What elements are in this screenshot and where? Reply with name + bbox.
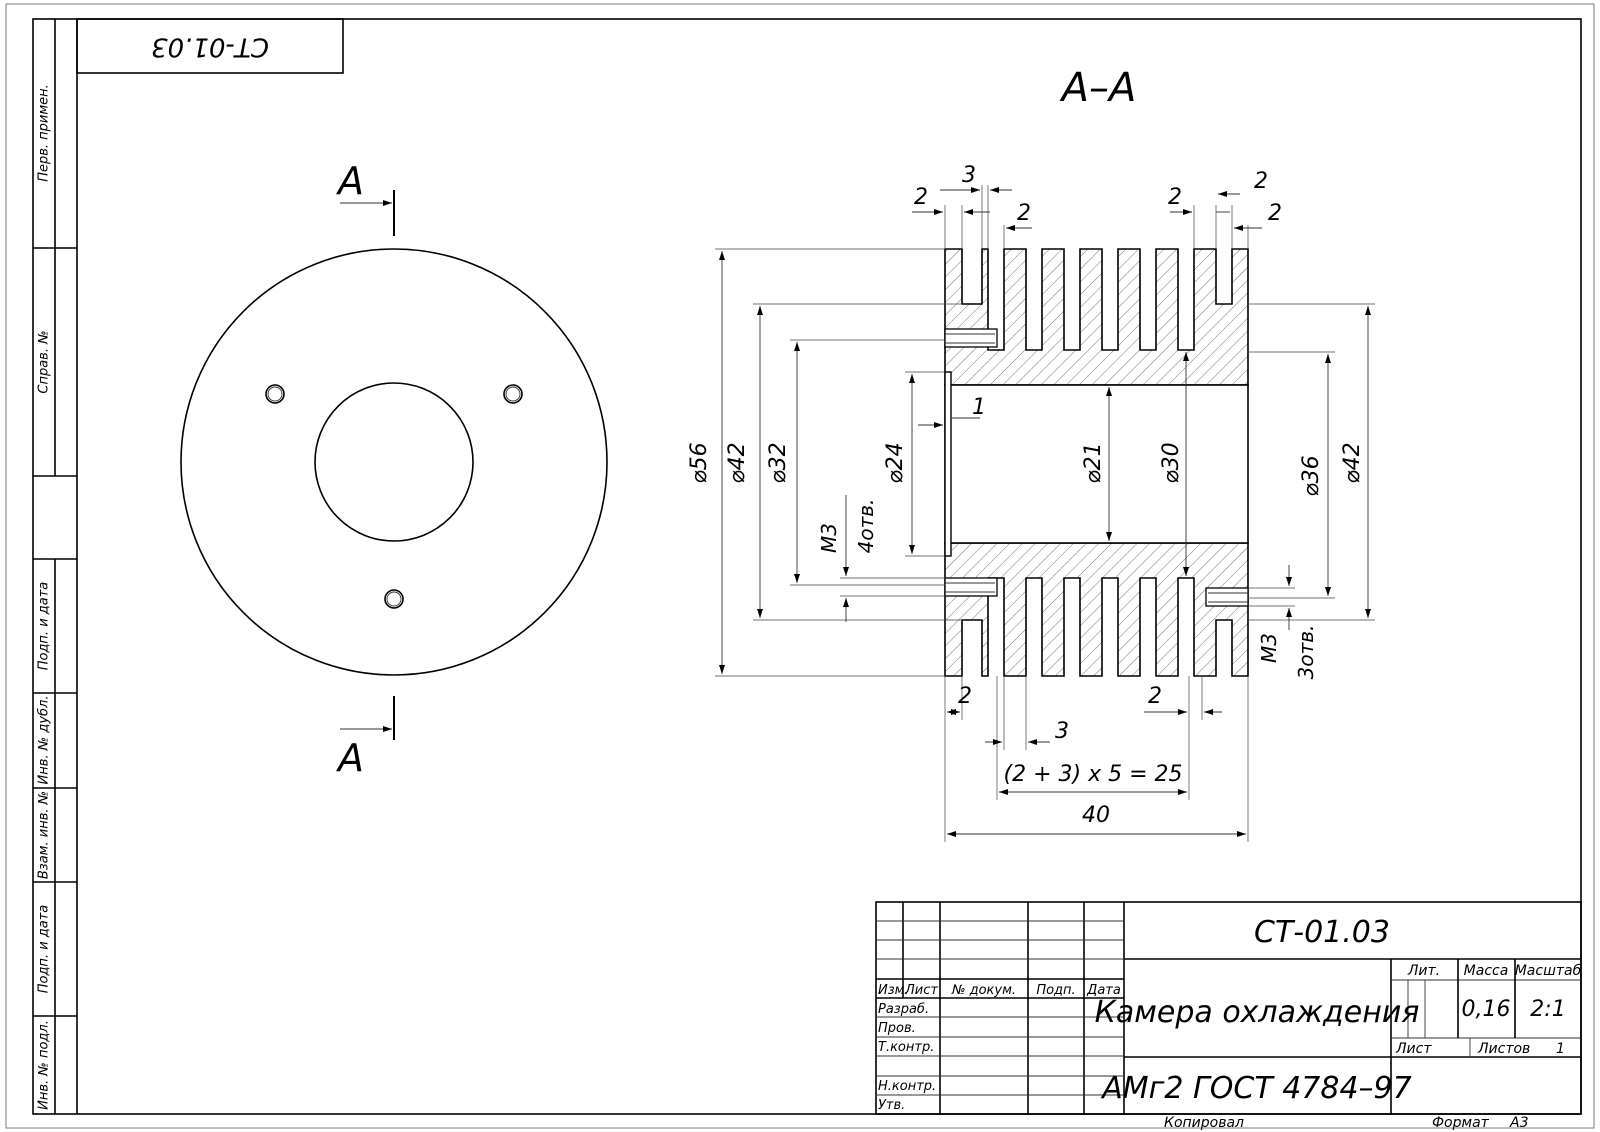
- dim-top-3: 3: [962, 163, 976, 188]
- dim-holes-4: 4отв.: [854, 499, 878, 554]
- thread-hole-right-bottom: [1205, 587, 1249, 607]
- hole-left-inner: [267, 386, 283, 402]
- margin-label-inv-dubl: Инв. № дубл.: [37, 696, 52, 785]
- dim-bottom-3: 3: [1055, 719, 1069, 744]
- dim-d42-right: ⌀42: [1340, 442, 1365, 483]
- tb-sheets-label: Листов: [1477, 1041, 1530, 1057]
- dim-fin-chain: (2 + 3) x 5 = 25: [1004, 762, 1183, 787]
- tb-sheets-value: 1: [1556, 1041, 1565, 1057]
- tb-masshtab-label: Масштаб: [1515, 963, 1582, 979]
- drawing-frame: [32, 18, 1582, 1115]
- dim-d32: ⌀32: [766, 442, 791, 483]
- dim-d30: ⌀30: [1159, 442, 1184, 483]
- dim-top-right-2c: 2: [1268, 201, 1282, 226]
- bore-area: [944, 384, 1249, 544]
- tb-name: Камера охлаждения: [1095, 995, 1420, 1030]
- title-block: Изм. Лист № докум. Подп. Дата Разраб. Пр…: [875, 901, 1582, 1115]
- hole-right: [503, 384, 523, 404]
- step-recess: [944, 371, 952, 557]
- dim-top-right-2a: 2: [1168, 185, 1182, 210]
- tb-designation: СТ-01.03: [1254, 915, 1390, 950]
- dim-bottom-2-left: 2: [958, 684, 972, 709]
- tb-lit-label: Лит.: [1407, 963, 1440, 979]
- tb-masshtab-value: 2:1: [1530, 997, 1565, 1022]
- margin-label-podp2: Подп. и дата: [37, 905, 52, 994]
- dimension-texts: 2 3 2 2 2 2 ⌀56 ⌀42 ⌀32 ⌀24 ⌀21 ⌀30 ⌀36 …: [687, 163, 1365, 828]
- tb-col-doc: № докум.: [951, 983, 1016, 998]
- tb-row-prov: Пров.: [878, 1021, 916, 1036]
- tb-col-podp: Подп.: [1036, 983, 1075, 998]
- bore-circle: [314, 382, 474, 542]
- thread-hole-left-bottom: [944, 577, 998, 597]
- footer-format-value: А3: [1509, 1115, 1528, 1131]
- margin-label-sprav: Справ. №: [37, 330, 52, 393]
- dim-d42-left: ⌀42: [725, 442, 750, 483]
- footer-copied: Копировал: [1164, 1115, 1244, 1131]
- margin-label-vzam: Взам. инв. №: [37, 791, 52, 879]
- outer-circle: [180, 248, 608, 676]
- section-body-top: [944, 248, 1249, 386]
- tb-massa-value: 0,16: [1462, 997, 1511, 1022]
- section-marker-top: А: [335, 159, 364, 203]
- left-margin-bottom: [33, 558, 77, 1114]
- dim-holes-3: 3отв.: [1294, 625, 1318, 680]
- dim-top-right-2b: 2: [1254, 169, 1268, 194]
- margin-label-podp1: Подп. и дата: [37, 582, 52, 671]
- section-body-bottom: [944, 542, 1249, 677]
- tb-row-utv: Утв.: [878, 1098, 905, 1113]
- dim-m3-right: М3: [1257, 633, 1281, 663]
- hole-bottom: [384, 589, 404, 609]
- section-title: А–А: [1059, 65, 1137, 111]
- tb-massa-label: Масса: [1464, 963, 1509, 979]
- tb-col-list: Лист: [904, 983, 938, 998]
- front-view: А А: [180, 159, 608, 780]
- dim-step-1: 1: [972, 395, 986, 420]
- dim-d36: ⌀36: [1299, 455, 1324, 496]
- footer-format-label: Формат: [1432, 1115, 1490, 1131]
- dim-d24: ⌀24: [883, 442, 908, 483]
- thread-hole-left-top: [944, 328, 998, 348]
- dim-d21: ⌀21: [1081, 442, 1106, 483]
- section-marker-bottom: А: [335, 736, 364, 780]
- dim-m3-left: М3: [817, 523, 841, 553]
- tb-row-razrab: Разраб.: [878, 1002, 929, 1017]
- tb-material: АМг2 ГОСТ 4784–97: [1100, 1071, 1411, 1106]
- dim-total-40: 40: [1082, 803, 1110, 828]
- tb-row-tkontr: Т.контр.: [878, 1040, 934, 1055]
- tb-row-nkontr: Н.контр.: [878, 1079, 936, 1094]
- margin-label-inv-podl: Инв. № подл.: [37, 1020, 52, 1110]
- tb-col-data: Дата: [1086, 983, 1121, 998]
- sheet-outer-border: [5, 3, 1595, 1129]
- dim-bottom-2-right: 2: [1148, 684, 1162, 709]
- dim-top-2b: 2: [1017, 201, 1031, 226]
- margin-label-perv: Перв. примен.: [37, 84, 52, 182]
- dimension-lines: [715, 185, 1375, 842]
- corner-stamp-text: СТ-01.03: [151, 32, 269, 62]
- hole-bottom-inner: [386, 591, 402, 607]
- tb-col-izm: Изм.: [878, 983, 909, 998]
- section-view: [944, 248, 1249, 677]
- hole-right-inner: [505, 386, 521, 402]
- dim-d56: ⌀56: [687, 442, 712, 483]
- dim-top-left-2: 2: [914, 185, 928, 210]
- tb-sheet-label: Лист: [1395, 1041, 1432, 1057]
- hole-left: [265, 384, 285, 404]
- corner-stamp: СТ-01.03: [76, 18, 344, 74]
